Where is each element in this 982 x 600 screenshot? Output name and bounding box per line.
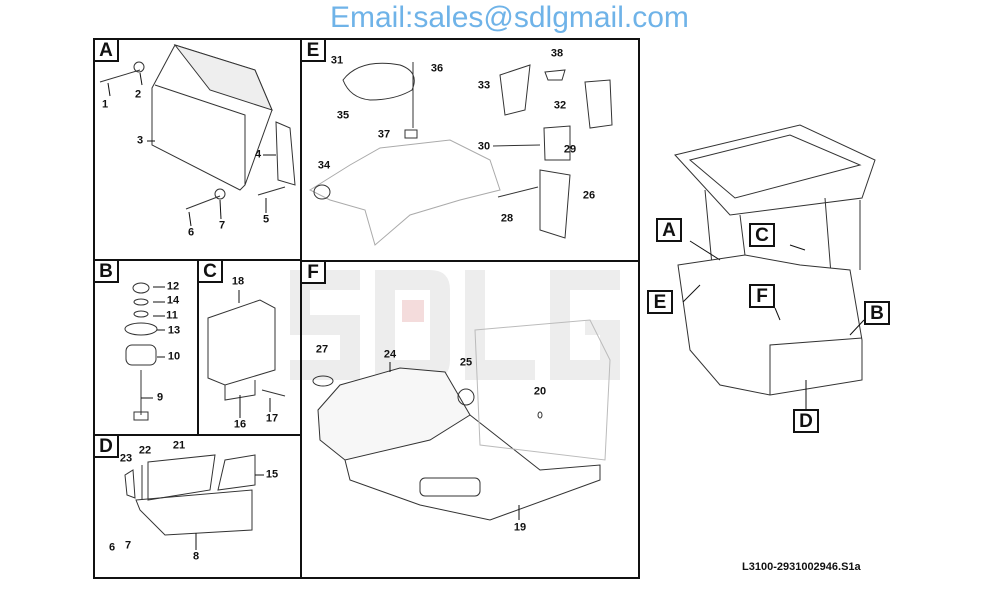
leader-lines — [107, 72, 865, 550]
part-number: 14 — [166, 294, 180, 307]
part-number: 27 — [315, 343, 329, 356]
panel-e-art — [308, 62, 613, 246]
part-number: 32 — [553, 99, 567, 112]
part-number: 35 — [336, 109, 350, 122]
part-number: 21 — [172, 439, 186, 452]
part-number: 15 — [265, 468, 279, 481]
email-watermark: Email:sales@sdlgmail.com — [330, 1, 689, 34]
part-number: 11 — [166, 309, 178, 322]
panel-c — [197, 259, 302, 436]
panel-b — [93, 259, 199, 436]
part-number: 37 — [377, 128, 391, 141]
part-number: 34 — [317, 159, 331, 172]
part-number: 36 — [430, 62, 444, 75]
part-number: 5 — [262, 213, 270, 226]
part-number: 13 — [167, 324, 181, 337]
part-number: 17 — [265, 412, 279, 425]
panel-label-e: E — [300, 38, 326, 62]
panel-f-art — [312, 319, 611, 521]
cab-callout-e: E — [647, 290, 673, 314]
part-number: 20 — [533, 385, 547, 398]
part-number: 2 — [134, 88, 142, 101]
part-number: 9 — [156, 391, 164, 404]
part-number: 8 — [192, 550, 200, 563]
cab-callout-b: B — [864, 301, 890, 325]
part-number: 28 — [500, 212, 514, 225]
panel-label-c: C — [197, 259, 223, 283]
cab-callout-a: A — [656, 218, 682, 242]
part-number: 6 — [187, 226, 195, 239]
part-number: 24 — [383, 348, 397, 361]
drawing-code: L3100-2931002946.S1a — [742, 561, 861, 573]
part-number: 31 — [330, 54, 344, 67]
cab-overview-art — [674, 124, 876, 396]
panel-label-a: A — [93, 38, 119, 62]
part-number: 33 — [477, 79, 491, 92]
panel-label-d: D — [93, 434, 119, 458]
part-number: 1 — [101, 98, 109, 111]
cab-callout-d: D — [793, 409, 819, 433]
part-number: 6 — [108, 541, 116, 554]
part-number: 30 — [477, 140, 491, 153]
part-number: 10 — [167, 350, 181, 363]
panel-label-f: F — [300, 260, 326, 284]
sdlg-watermark-logo — [290, 270, 620, 380]
part-number: 38 — [550, 47, 564, 60]
panel-b-art — [124, 282, 158, 421]
panel-f — [300, 260, 640, 579]
panel-a — [93, 38, 302, 261]
part-number: 26 — [582, 189, 596, 202]
part-number: 18 — [231, 275, 245, 288]
part-number: 12 — [166, 280, 180, 293]
part-number: 7 — [218, 219, 226, 232]
part-number: 23 — [119, 452, 133, 465]
part-number: 7 — [124, 539, 132, 552]
cab-callout-c: C — [749, 223, 775, 247]
panel-label-b: B — [93, 259, 119, 283]
panel-d-art — [124, 454, 256, 536]
part-number: 16 — [233, 418, 247, 431]
part-number: 3 — [136, 134, 144, 147]
cab-callout-f: F — [749, 284, 775, 308]
panel-a-art — [99, 44, 296, 210]
part-number: 19 — [513, 521, 527, 534]
part-number: 4 — [254, 148, 262, 161]
part-number: 22 — [138, 444, 152, 457]
panel-e — [300, 38, 640, 262]
part-number: 29 — [563, 143, 577, 156]
part-number: 25 — [459, 356, 473, 369]
